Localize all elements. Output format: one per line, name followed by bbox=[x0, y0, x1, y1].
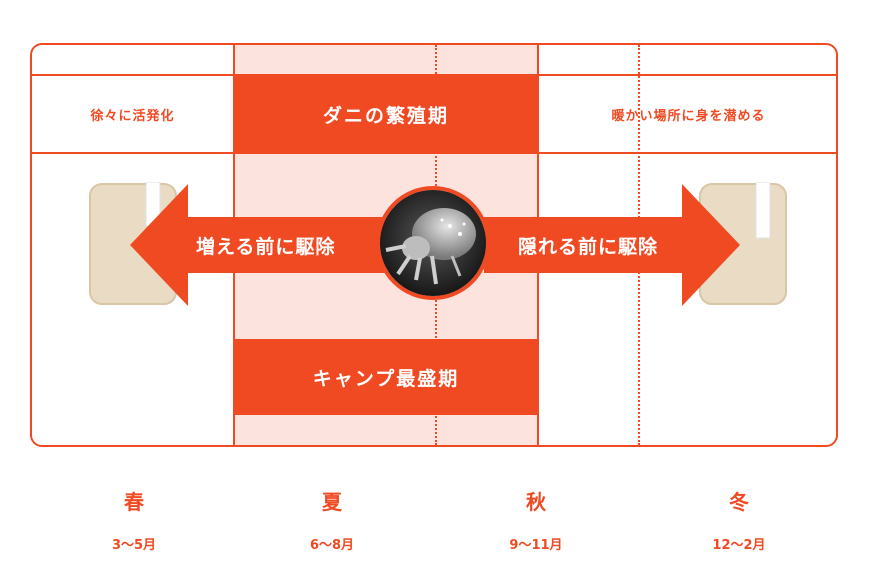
season-summer-months: 6～8月 bbox=[309, 538, 355, 553]
season-spring: 春 bbox=[124, 490, 144, 514]
season-summer: 夏 bbox=[322, 490, 342, 514]
spring-label: 徐々に活発化 bbox=[90, 108, 175, 124]
season-winter: 冬 bbox=[729, 490, 749, 514]
season-spring-months: 3～5月 bbox=[111, 538, 157, 553]
camping-peak-block: キャンプ最盛期 bbox=[235, 339, 537, 415]
divider-second bbox=[32, 152, 836, 154]
season-winter-months: 12～2月 bbox=[712, 538, 766, 553]
season-autumn-months: 9～11月 bbox=[509, 538, 563, 553]
left-arrow-label: 増える前に駆除 bbox=[196, 235, 336, 258]
breeding-season-block: ダニの繁殖期 bbox=[235, 76, 537, 152]
season-autumn: 秋 bbox=[526, 490, 546, 514]
hiding-label: 暖かい場所に身を潜める bbox=[611, 108, 766, 124]
divider-top bbox=[32, 74, 836, 76]
right-arrow-label: 隠れる前に駆除 bbox=[518, 235, 659, 258]
dust-mite-photo bbox=[376, 186, 490, 300]
left-arrow-icon bbox=[130, 184, 386, 306]
mite-icon bbox=[380, 190, 486, 296]
right-arrow-icon bbox=[484, 184, 740, 306]
